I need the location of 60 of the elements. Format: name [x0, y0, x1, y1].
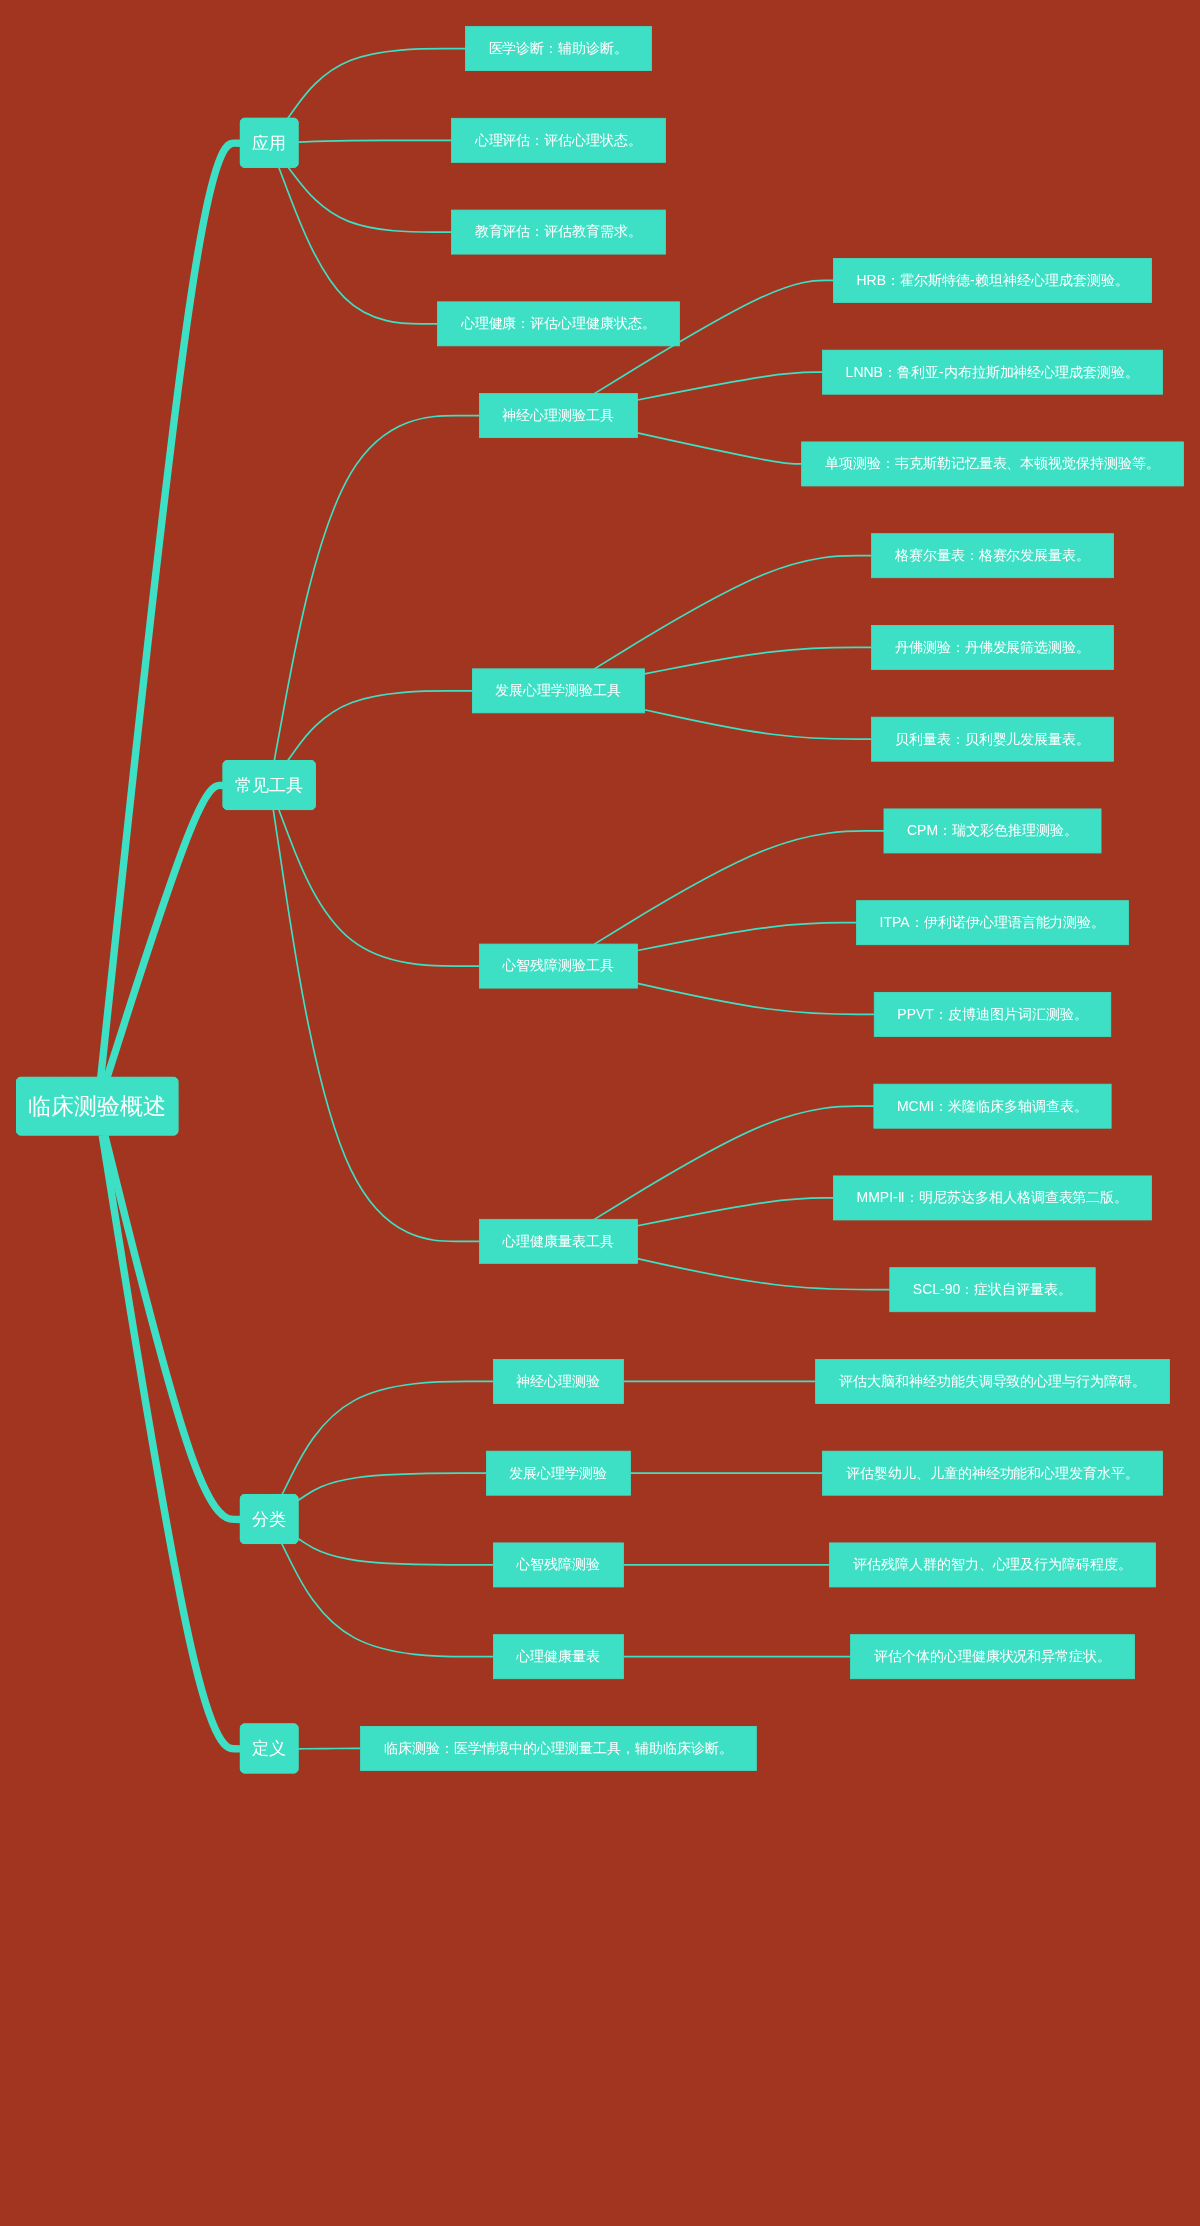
- connector: [281, 1380, 495, 1496]
- connector: [593, 279, 835, 395]
- connector: [636, 921, 858, 952]
- connector: [297, 1472, 488, 1502]
- connector: [622, 1564, 831, 1566]
- connector: [286, 690, 474, 762]
- connector: [622, 1655, 852, 1658]
- node-box: 心理健康量表工具: [479, 1218, 638, 1264]
- node-box: PPVT：皮博迪图片词汇测验。: [873, 992, 1112, 1037]
- node-box: 心理健康：评估心理健康状态。: [437, 301, 680, 347]
- node-box: MCMI：米隆临床多轴调查表。: [873, 1083, 1112, 1129]
- node-box: 心智残障测验: [493, 1542, 624, 1588]
- node-box: 心理健康量表: [493, 1634, 624, 1680]
- connector: [593, 830, 885, 945]
- connector: [272, 809, 481, 1243]
- node-box: 评估残障人群的智力、心理及行为障碍程度。: [829, 1542, 1156, 1588]
- connector: [297, 139, 453, 143]
- node-box: 评估婴幼儿、儿童的神经功能和心理发育水平。: [822, 1450, 1163, 1496]
- connector: [287, 166, 453, 233]
- connector: [636, 371, 824, 401]
- node-box: 单项测验：韦克斯勒记忆量表、本顿视觉保持测验等。: [801, 441, 1184, 487]
- connector: [297, 1747, 362, 1750]
- node-box: 评估大脑和神经功能失调导致的心理与行为障碍。: [815, 1359, 1170, 1404]
- connector: [273, 414, 481, 762]
- connector: [622, 1380, 817, 1383]
- node-box: 神经心理测验: [493, 1359, 624, 1404]
- connector: [643, 646, 873, 675]
- node-box: ITPA：伊利诺伊心理语言能力测验。: [856, 900, 1129, 946]
- connector: [97, 139, 241, 1079]
- node-box: 评估个体的心理健康状况和异常症状。: [850, 1634, 1135, 1680]
- node-box: 神经心理测验工具: [479, 393, 638, 439]
- connector: [629, 1472, 824, 1474]
- node-box: 发展心理学测验: [486, 1450, 631, 1496]
- node-box: 医学诊断：辅助诊断。: [465, 26, 652, 71]
- connector: [278, 809, 481, 967]
- connector: [286, 47, 467, 120]
- connector: [593, 1105, 875, 1221]
- node-box: 临床测验：医学情境中的心理测量工具，辅助临床诊断。: [360, 1726, 757, 1771]
- node-box: LNNB：鲁利亚-内布拉斯加神经心理成套测验。: [822, 349, 1163, 395]
- connector: [636, 1197, 835, 1227]
- connector: [103, 781, 224, 1079]
- node-box: CPM：瑞文彩色推理测验。: [883, 808, 1102, 854]
- node-box: 教育评估：评估教育需求。: [451, 209, 666, 255]
- connector: [636, 432, 803, 465]
- node-box: 贝利量表：贝利婴儿发展量表。: [871, 716, 1114, 762]
- node-box: 心理评估：评估心理状态。: [451, 117, 666, 163]
- node-box: 心智残障测验工具: [479, 943, 638, 989]
- connector: [278, 166, 439, 325]
- node-box: SCL-90：症状自评量表。: [889, 1267, 1096, 1313]
- node-box: MMPI-Ⅱ：明尼苏达多相人格调查表第二版。: [833, 1175, 1152, 1221]
- node-box: HRB：霍尔斯特德-赖坦神经心理成套测验。: [833, 258, 1152, 303]
- node-box: 格赛尔量表：格赛尔发展量表。: [871, 533, 1114, 579]
- connector: [636, 1257, 891, 1291]
- connector: [281, 1543, 495, 1658]
- connector: [643, 708, 873, 740]
- connector: [636, 982, 876, 1016]
- node-box: 丹佛测验：丹佛发展筛选测验。: [871, 625, 1114, 670]
- node-box: 发展心理学测验工具: [472, 668, 645, 714]
- connector: [593, 554, 873, 670]
- connector: [297, 1537, 495, 1566]
